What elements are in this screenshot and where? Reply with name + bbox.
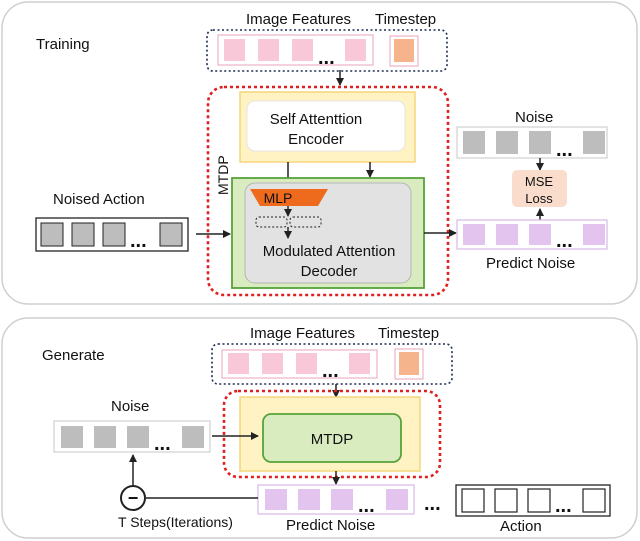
training-modulation-token bbox=[255, 216, 288, 228]
generate-feature-token bbox=[349, 353, 370, 374]
generate-action-token bbox=[527, 488, 551, 513]
training-timestep-label: Timestep bbox=[375, 11, 436, 28]
training-decoder-label-line2: Decoder bbox=[301, 263, 358, 280]
generate-mtdp-outline bbox=[222, 389, 442, 479]
training-feature-token bbox=[292, 39, 313, 61]
training-mlp-label: MLP bbox=[264, 190, 293, 206]
training-title: Training bbox=[36, 36, 90, 53]
training-noised-action-token bbox=[40, 222, 64, 247]
training-feature-token bbox=[224, 39, 245, 61]
training-predict-noise-token bbox=[583, 224, 605, 245]
generate-noise-label: Noise bbox=[111, 398, 149, 415]
training-image-features-label: Image Features bbox=[246, 11, 351, 28]
generate-feature-token bbox=[262, 353, 283, 374]
training-encoder-inner bbox=[246, 100, 406, 152]
training-noise-ellipsis: ... bbox=[556, 139, 573, 161]
training-mse-loss-block bbox=[512, 170, 567, 207]
training-mse-label-line1: MSE bbox=[525, 174, 554, 189]
generate-mtdp-label: MTDP bbox=[311, 431, 354, 448]
generate-noise-token bbox=[61, 426, 83, 448]
generate-action-token bbox=[461, 488, 485, 513]
generate-mtdp-inner bbox=[262, 413, 402, 463]
generate-noise-token bbox=[127, 426, 149, 448]
generate-feature-ellipsis: ... bbox=[322, 360, 339, 382]
training-noise-token bbox=[583, 131, 605, 154]
generate-minus-symbol: − bbox=[128, 488, 139, 508]
training-noise-token bbox=[496, 131, 518, 154]
training-feature-ellipsis: ... bbox=[318, 47, 335, 69]
training-feature-token bbox=[345, 39, 366, 61]
training-noise-token bbox=[529, 131, 551, 154]
generate-action-token bbox=[494, 488, 518, 513]
generate-predict-noise-token bbox=[265, 489, 287, 510]
training-decoder-label-line1: Modulated Attention bbox=[263, 243, 396, 260]
generate-action-ellipsis: ... bbox=[555, 495, 572, 517]
training-timestep-token bbox=[394, 39, 414, 62]
training-encoder-label-line1: Self Attenttion bbox=[270, 111, 363, 128]
training-noised-action-token bbox=[102, 222, 126, 247]
training-predict-noise-ellipsis: ... bbox=[556, 230, 573, 252]
training-noised-action-token bbox=[159, 222, 183, 247]
training-predict-noise-token bbox=[529, 224, 551, 245]
generate-feature-token bbox=[228, 353, 249, 374]
training-feature-token bbox=[258, 39, 279, 61]
generate-timestep-token bbox=[399, 352, 419, 375]
training-decoder-inner bbox=[244, 182, 412, 284]
training-mlp-block bbox=[250, 189, 328, 206]
training-mtdp-label: MTDP bbox=[215, 155, 231, 195]
generate-predict-noise-label: Predict Noise bbox=[286, 517, 375, 534]
training-noised-action-token bbox=[71, 222, 95, 247]
training-mtdp-outline bbox=[206, 85, 450, 297]
training-noise-token bbox=[463, 131, 485, 154]
training-predict-noise-token bbox=[496, 224, 518, 245]
training-noise-label: Noise bbox=[515, 109, 553, 126]
generate-noise-token bbox=[94, 426, 116, 448]
generate-action-label: Action bbox=[500, 518, 542, 535]
generate-noise-ellipsis: ... bbox=[154, 433, 171, 455]
generate-noise-token bbox=[182, 426, 204, 448]
generate-predict-noise-token bbox=[298, 489, 320, 510]
generate-predict-noise-token bbox=[331, 489, 353, 510]
generate-title: Generate bbox=[42, 347, 105, 364]
training-predict-noise-label: Predict Noise bbox=[486, 255, 575, 272]
generate-predict-noise-token bbox=[386, 489, 408, 510]
training-noised-action-label: Noised Action bbox=[53, 191, 145, 208]
generate-feature-token bbox=[296, 353, 317, 374]
training-modulation-token bbox=[289, 216, 322, 228]
generate-timestep-label: Timestep bbox=[378, 325, 439, 342]
training-predict-noise-token bbox=[463, 224, 485, 245]
generate-action-token bbox=[582, 488, 606, 513]
training-encoder-label-line2: Encoder bbox=[288, 131, 344, 148]
generate-image-features-label: Image Features bbox=[250, 325, 355, 342]
training-mse-label-line2: Loss bbox=[525, 191, 553, 206]
generate-predict-noise-ellipsis: ... bbox=[358, 495, 375, 517]
generate-t-steps-label: T Steps(Iterations) bbox=[118, 514, 233, 530]
training-noised-action-ellipsis: ... bbox=[130, 230, 147, 252]
generate-between-ellipsis: ... bbox=[424, 493, 441, 515]
